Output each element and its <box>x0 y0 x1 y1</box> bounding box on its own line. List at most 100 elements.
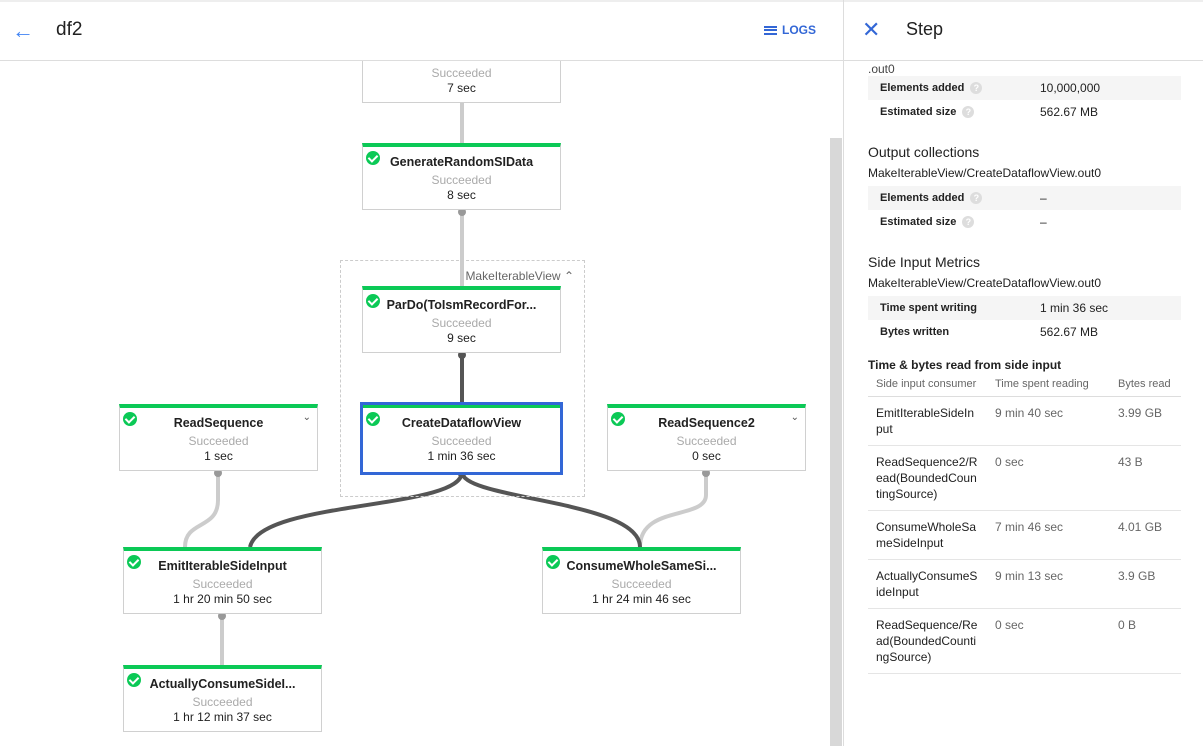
metric-label: Elements added <box>880 192 965 204</box>
check-circle-icon <box>611 412 625 426</box>
help-icon[interactable]: ? <box>970 192 983 204</box>
consumer-cell: ReadSequence/Read(BoundedCountingSource) <box>868 608 987 674</box>
step-status: Succeeded <box>676 434 737 448</box>
step-status: Succeeded <box>431 434 492 448</box>
input-collection-name: .out0 <box>868 62 895 76</box>
pipeline-graph[interactable]: MakeIterableView ⌃ Succeeded 7 sec Gener… <box>0 61 830 746</box>
table-row: ReadSequence/Read(BoundedCountingSource)… <box>868 608 1181 674</box>
metric-row: Elements added?– <box>868 186 1181 210</box>
output-collections-title: Output collections <box>868 144 980 160</box>
output-collection-name: MakeIterableView/CreateDataflowView.out0 <box>868 166 1102 180</box>
metric-label: Bytes written <box>880 326 950 338</box>
metric-label: Time spent writing <box>880 302 977 314</box>
consumer-cell: ReadSequence2/Read(BoundedCountingSource… <box>868 445 987 511</box>
edge <box>638 471 708 548</box>
check-circle-icon <box>366 151 380 165</box>
edge <box>460 471 642 548</box>
step-panel: ✕ Step .out0 Elements added?10,000,000 E… <box>843 0 1203 746</box>
bytes-cell: 3.9 GB <box>1110 559 1181 609</box>
step-details[interactable]: .out0 Elements added?10,000,000 Estimate… <box>868 62 1181 674</box>
chevron-down-icon[interactable]: ⌄ <box>302 412 311 423</box>
metric-row: Elements added?10,000,000 <box>868 76 1181 100</box>
logs-label: LOGS <box>782 23 817 37</box>
pipeline-view: ← df2 LOGS MakeIterableView ⌃ Succeeded … <box>0 0 843 746</box>
time-cell: 9 min 40 sec <box>987 396 1110 446</box>
step-duration: 9 sec <box>447 331 476 345</box>
check-circle-icon <box>366 294 380 308</box>
consumer-cell: EmitIterableSideInput <box>868 396 987 446</box>
step-node-consumewholesamesideinput[interactable]: ConsumeWholeSameSi... Succeeded 1 hr 24 … <box>542 547 741 614</box>
edge <box>248 471 464 548</box>
edge-port <box>458 208 466 216</box>
step-name <box>363 61 560 64</box>
edge-port <box>458 351 466 359</box>
job-title: df2 <box>56 19 83 40</box>
check-circle-icon <box>127 673 141 687</box>
panel-title: Step <box>906 19 944 39</box>
bytes-cell: 0 B <box>1110 608 1181 674</box>
step-duration: 1 min 36 sec <box>427 449 496 463</box>
logs-button[interactable]: LOGS <box>764 23 816 37</box>
step-status: Succeeded <box>611 577 672 591</box>
bytes-cell: 3.99 GB <box>1110 396 1181 446</box>
metric-label: Elements added <box>880 82 965 94</box>
metric-label: Estimated size <box>880 106 957 118</box>
step-node-pardo[interactable]: ParDo(ToIsmRecordFor... Succeeded 9 sec <box>362 286 561 353</box>
metric-label: Estimated size <box>880 216 957 228</box>
metric-value: – <box>1040 215 1047 229</box>
step-status: Succeeded <box>431 316 492 330</box>
consumer-cell: ConsumeWholeSameSideInput <box>868 510 987 560</box>
step-node-readsequence[interactable]: ⌄ ReadSequence Succeeded 1 sec <box>119 404 318 471</box>
edge <box>183 471 220 548</box>
step-name: ActuallyConsumeSideI... <box>149 677 296 691</box>
side-input-metrics-title: Side Input Metrics <box>868 254 981 270</box>
step-name: EmitIterableSideInput <box>158 559 287 573</box>
help-icon[interactable]: ? <box>962 216 975 228</box>
close-icon[interactable]: ✕ <box>862 17 881 42</box>
step-status: Succeeded <box>192 695 253 709</box>
step-name: GenerateRandomSIData <box>389 155 534 169</box>
metric-row: Estimated size? – <box>868 210 1181 234</box>
back-arrow-icon[interactable]: ← <box>12 18 34 43</box>
help-icon[interactable]: ? <box>962 106 975 118</box>
metric-row: Estimated size?562.67 MB <box>868 100 1181 124</box>
step-duration: 1 hr 20 min 50 sec <box>173 592 272 606</box>
column-header: Time spent reading <box>987 376 1110 397</box>
time-cell: 0 sec <box>987 445 1110 511</box>
bytes-cell: 4.01 GB <box>1110 510 1181 560</box>
metric-value: 1 min 36 sec <box>1040 301 1109 315</box>
step-node-readsequence2[interactable]: ⌄ ReadSequence2 Succeeded 0 sec <box>607 404 806 471</box>
consumer-cell: ActuallyConsumeSideInput <box>868 559 987 609</box>
help-icon[interactable]: ? <box>970 82 983 94</box>
step-node-generaterandomsidata[interactable]: GenerateRandomSIData Succeeded 8 sec <box>362 143 561 210</box>
check-circle-icon <box>127 555 141 569</box>
step-duration: 1 hr 24 min 46 sec <box>592 592 691 606</box>
step-duration: 1 sec <box>204 449 233 463</box>
panel-header: ✕ Step <box>844 0 1203 61</box>
graph-scrollbar[interactable] <box>830 138 842 746</box>
step-duration: 7 sec <box>447 81 476 95</box>
header: ← df2 LOGS <box>0 0 843 61</box>
group-collapse-toggle[interactable]: MakeIterableView ⌃ <box>465 269 574 283</box>
metric-row: Time spent writing 1 min 36 sec <box>868 296 1181 320</box>
step-node-actuallyconsumesideinput[interactable]: ActuallyConsumeSideI... Succeeded 1 hr 1… <box>123 665 322 732</box>
bytes-cell: 43 B <box>1110 445 1181 511</box>
step-duration: 8 sec <box>447 188 476 202</box>
table-row: ReadSequence2/Read(BoundedCountingSource… <box>868 445 1181 511</box>
side-input-collection-name: MakeIterableView/CreateDataflowView.out0 <box>868 276 1102 290</box>
step-node-createdataflowview[interactable]: CreateDataflowView Succeeded 1 min 36 se… <box>360 402 563 475</box>
step-name: CreateDataflowView <box>401 416 522 430</box>
group-makeiterableview: MakeIterableView ⌃ <box>340 260 585 497</box>
step-node-emititerablesideinput[interactable]: EmitIterableSideInput Succeeded 1 hr 20 … <box>123 547 322 614</box>
check-circle-icon <box>366 412 380 426</box>
step-status: Succeeded <box>431 173 492 187</box>
step-node-top[interactable]: Succeeded 7 sec <box>362 61 561 103</box>
chevron-down-icon[interactable]: ⌄ <box>790 412 799 423</box>
step-duration: 0 sec <box>692 449 721 463</box>
step-name: ConsumeWholeSameSi... <box>566 559 717 573</box>
edge-port <box>214 469 222 477</box>
step-status: Succeeded <box>431 66 492 80</box>
step-status: Succeeded <box>188 434 249 448</box>
